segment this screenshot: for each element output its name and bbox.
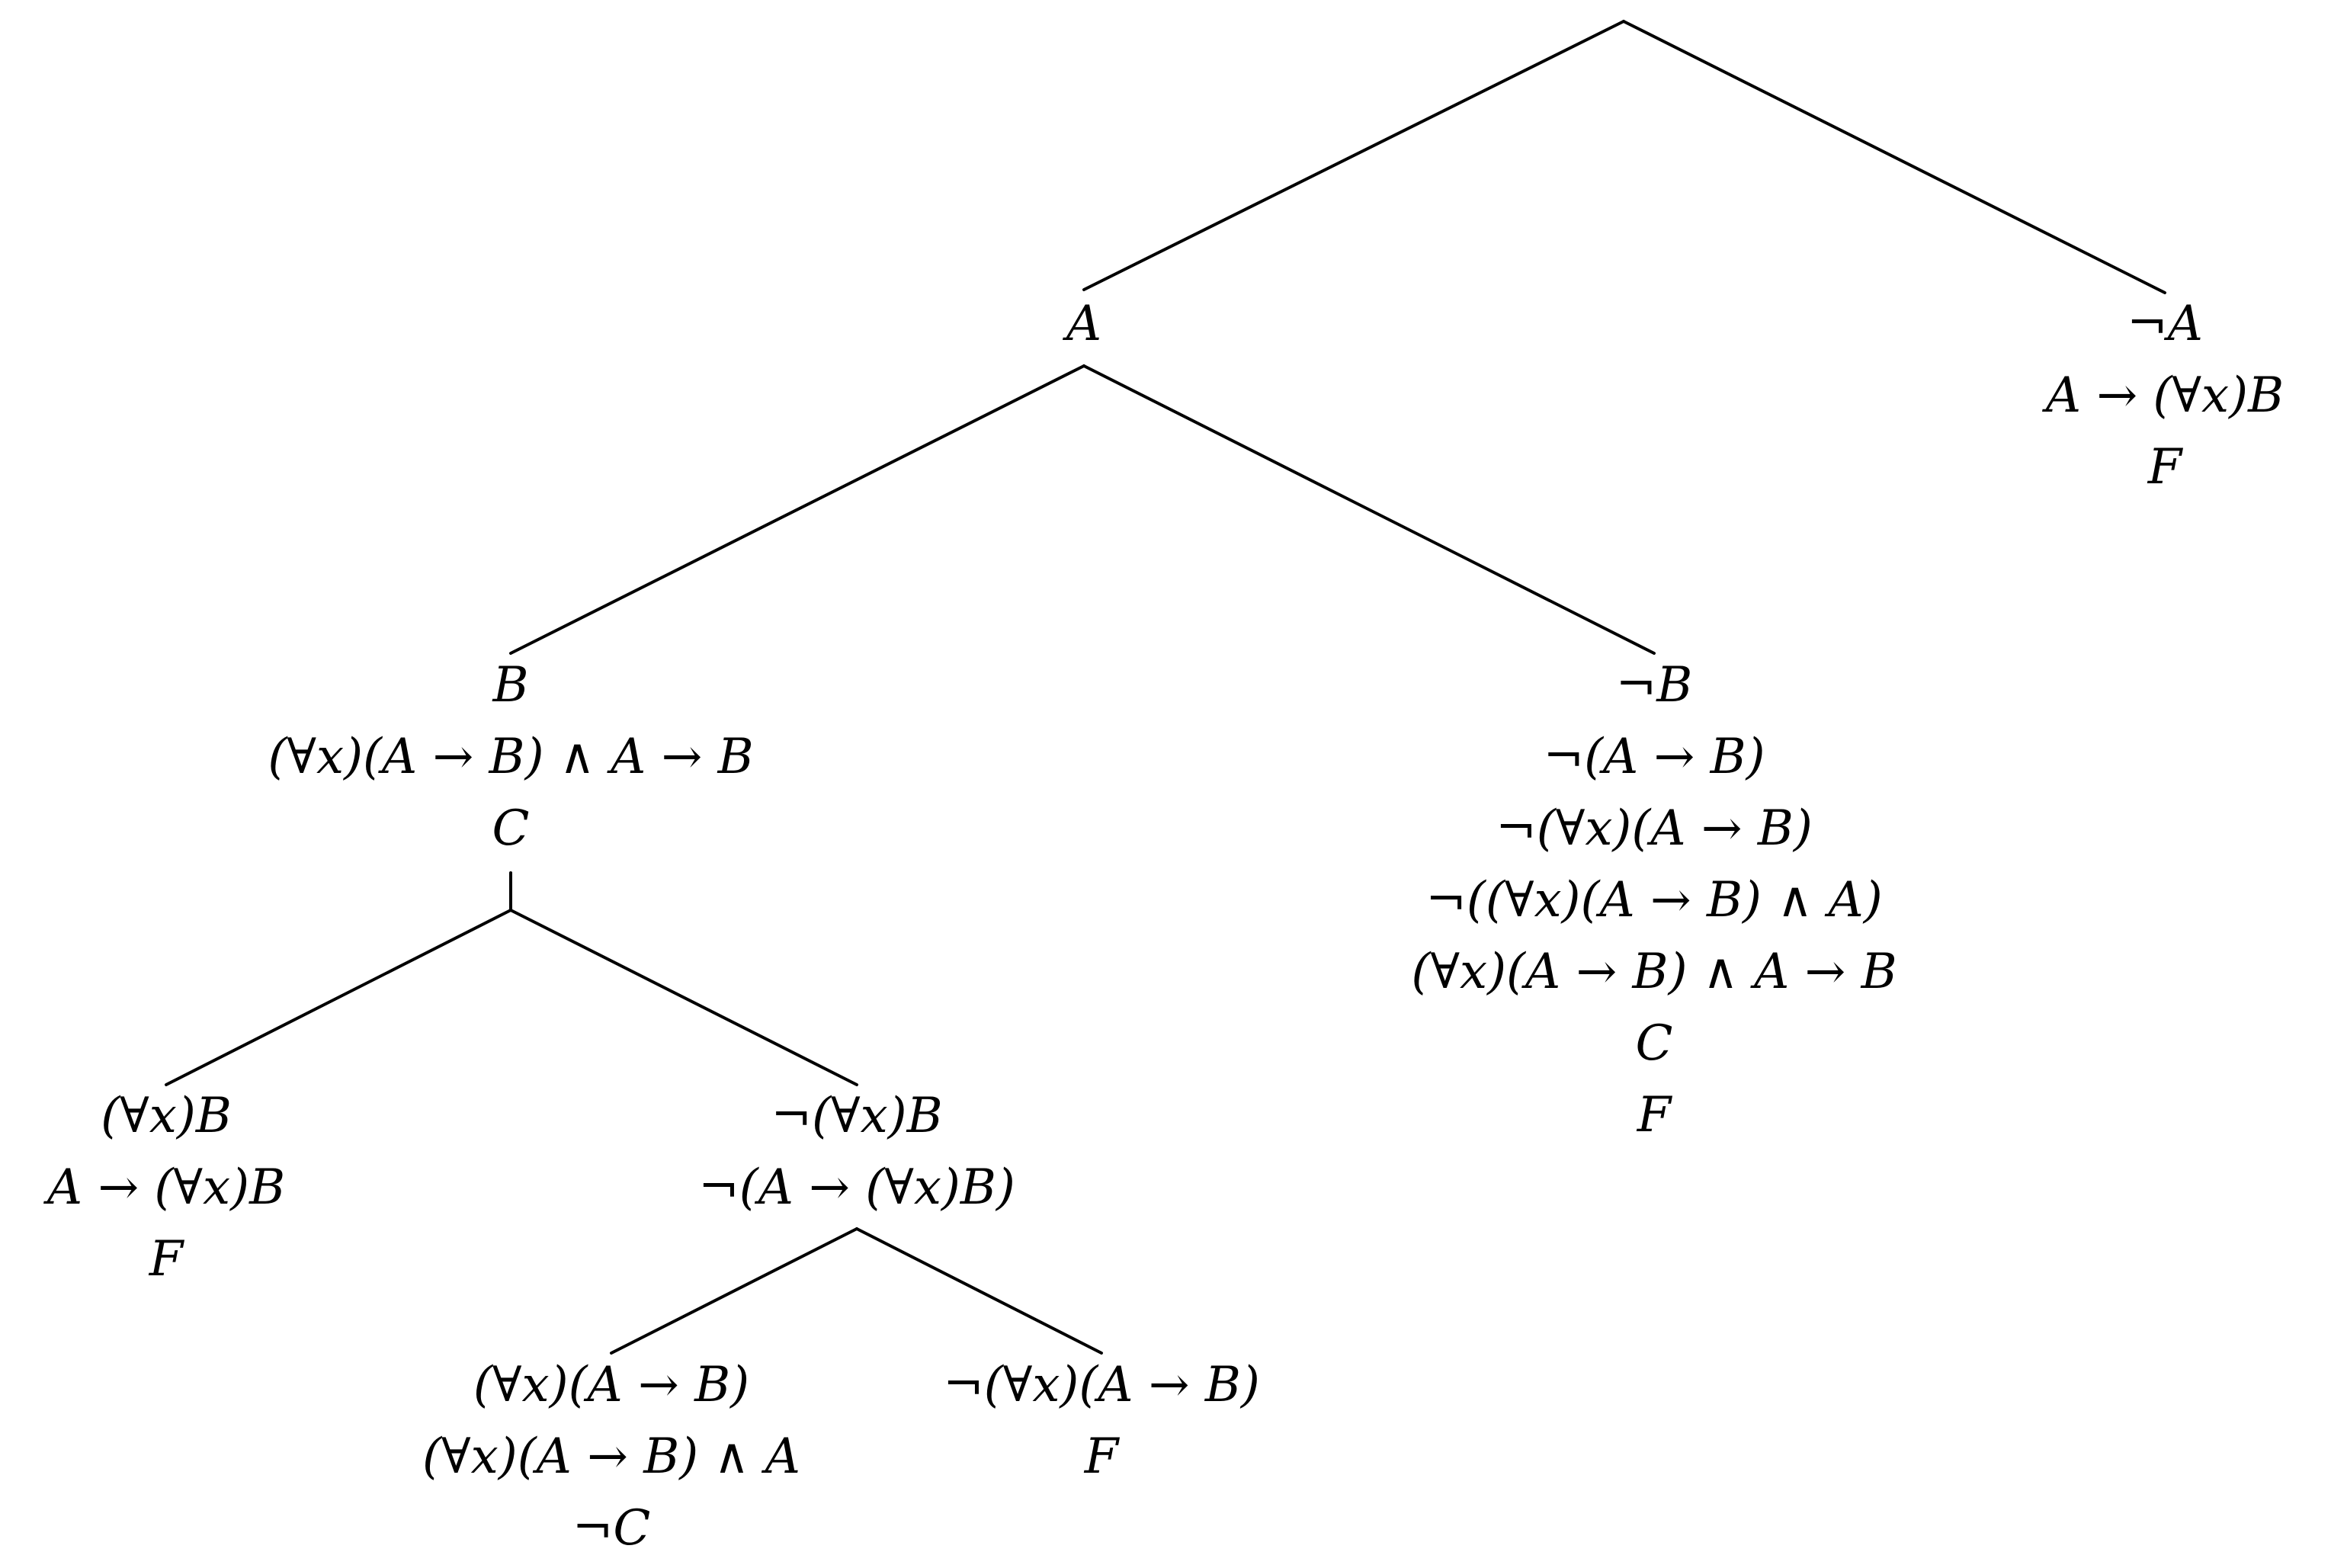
tree-node-a: A: [1066, 288, 1101, 360]
tree-node-all-a-implies-b: (∀x)(A → B) (∀x)(A → B) ∧ A ¬C: [422, 1349, 800, 1564]
formula: (∀x)(A → B) ∧ A → B: [268, 729, 754, 785]
edge-a-notb: [1082, 364, 1656, 655]
tree-node-b: B (∀x)(A → B) ∧ A → B C: [268, 649, 753, 864]
edge-root-a: [1082, 20, 1625, 291]
edge-c-notallb: [509, 909, 858, 1086]
formula: ¬C: [572, 1500, 651, 1557]
edge-c-allb: [165, 909, 512, 1086]
tree-node-not-all-b: ¬(∀x)B ¬(A → (∀x)B): [698, 1080, 1015, 1223]
formula: C: [1635, 1015, 1673, 1072]
formula: (∀x)(A → B): [473, 1357, 750, 1413]
edge-notallb-allab: [610, 1227, 858, 1355]
formula: ¬B: [1615, 657, 1693, 713]
tree-node-not-b: ¬B ¬(A → B) ¬(∀x)(A → B) ¬((∀x)(A → B) ∧…: [1411, 649, 1897, 1151]
formula: ¬(∀x)(A → B): [1496, 800, 1813, 857]
formula: ¬(∀x)B: [771, 1088, 943, 1144]
formula: B: [492, 657, 529, 713]
formula: (∀x)(A → B) ∧ A: [422, 1429, 800, 1485]
formula: C: [492, 800, 530, 857]
formula: ¬(A → B): [1543, 729, 1765, 785]
formula: ¬(A → (∀x)B): [698, 1159, 1015, 1216]
tree-node-not-a: ¬A A → (∀x)B F: [2046, 288, 2284, 503]
formula: ¬A: [2127, 296, 2203, 352]
formula: A → (∀x)B: [2045, 367, 2285, 424]
formula: (∀x)B: [101, 1088, 232, 1144]
edge-root-nota: [1622, 20, 2166, 294]
formula: F: [1084, 1429, 1119, 1485]
formula: F: [149, 1231, 184, 1287]
edge-a-b: [509, 364, 1085, 655]
formula: ¬(∀x)(A → B): [943, 1357, 1260, 1413]
tree-node-all-b: (∀x)B A → (∀x)B F: [47, 1080, 285, 1295]
formula: A → (∀x)B: [46, 1159, 286, 1216]
tree-node-not-all-a-implies-b: ¬(∀x)(A → B) F: [943, 1349, 1260, 1493]
formula: A: [1066, 296, 1102, 352]
formula: ¬((∀x)(A → B) ∧ A): [1425, 872, 1883, 928]
formula: (∀x)(A → B) ∧ A → B: [1411, 944, 1897, 1000]
formula: F: [2147, 439, 2182, 495]
edge-notallb-notallab: [855, 1227, 1103, 1355]
formula: F: [1637, 1087, 1672, 1143]
